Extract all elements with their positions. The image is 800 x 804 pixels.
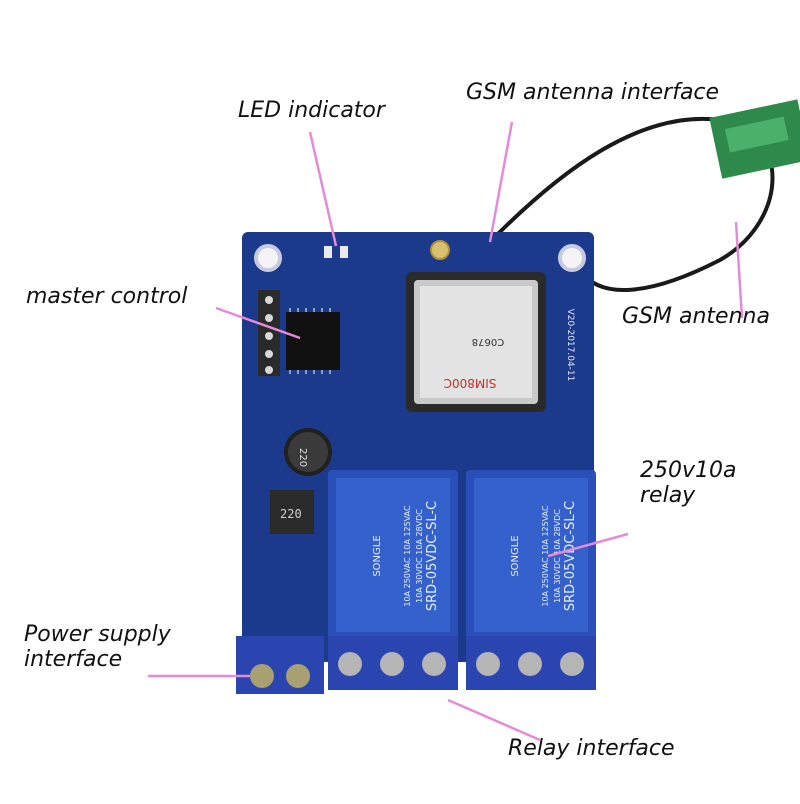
gsm-module-code: C0678 <box>472 336 504 347</box>
label-led-indicator: LED indicator <box>238 98 385 123</box>
led-1 <box>324 246 332 258</box>
svg-text:220: 220 <box>280 507 302 521</box>
mount-hole-tl <box>254 244 282 272</box>
svg-text:220: 220 <box>297 448 308 467</box>
relay-2-rating-a: 10A 250VAC 10A 125VAC <box>541 505 550 607</box>
relay-1-model: SRD-05VDC-SL-C <box>425 501 440 611</box>
inductor: 220 <box>270 490 314 534</box>
label-power-supply: Power supply interface <box>24 622 171 673</box>
power-terminal-block <box>236 636 324 694</box>
label-relay: 250v10a relay <box>640 458 737 509</box>
relay-2-brand: SONGLE <box>510 535 521 576</box>
label-gsm-antenna-interface: GSM antenna interface <box>466 80 720 105</box>
board-version: V20-2017.04-11 <box>565 309 575 382</box>
gsm-module <box>406 272 546 412</box>
pointer-lines <box>148 121 744 742</box>
pointer-antenna <box>734 221 744 319</box>
relay-1-brand: SONGLE <box>372 535 383 576</box>
pointer-master-control <box>215 306 301 340</box>
capacitor: 220 <box>284 428 332 476</box>
pointer-led <box>308 131 338 247</box>
master-control-chip <box>286 308 340 374</box>
pin-header <box>258 290 280 376</box>
pointer-relay-interface <box>447 698 541 742</box>
relay-1 <box>328 470 458 640</box>
relay-2-rating-b: 10A 30VDC 10A 28VDC <box>553 509 562 603</box>
label-master-control: master control <box>26 284 188 309</box>
relay-2 <box>466 470 596 640</box>
relay-1-rating-a: 10A 250VAC 10A 125VAC <box>403 505 412 607</box>
pointer-antenna-interface <box>488 121 514 243</box>
led-2 <box>340 246 348 258</box>
gsm-module-model: SIM800C <box>444 376 497 390</box>
label-relay-interface: Relay interface <box>508 736 675 761</box>
mount-hole-tr <box>558 244 586 272</box>
relay-terminal-block-1 <box>328 636 458 690</box>
antenna-connector <box>430 240 450 260</box>
label-gsm-antenna: GSM antenna <box>622 304 770 329</box>
relay-1-rating-b: 10A 30VDC 10A 28VDC <box>415 509 424 603</box>
relay-terminal-block-2 <box>466 636 596 690</box>
relay-2-model: SRD-05VDC-SL-C <box>563 501 578 611</box>
pointer-relay <box>547 532 629 558</box>
